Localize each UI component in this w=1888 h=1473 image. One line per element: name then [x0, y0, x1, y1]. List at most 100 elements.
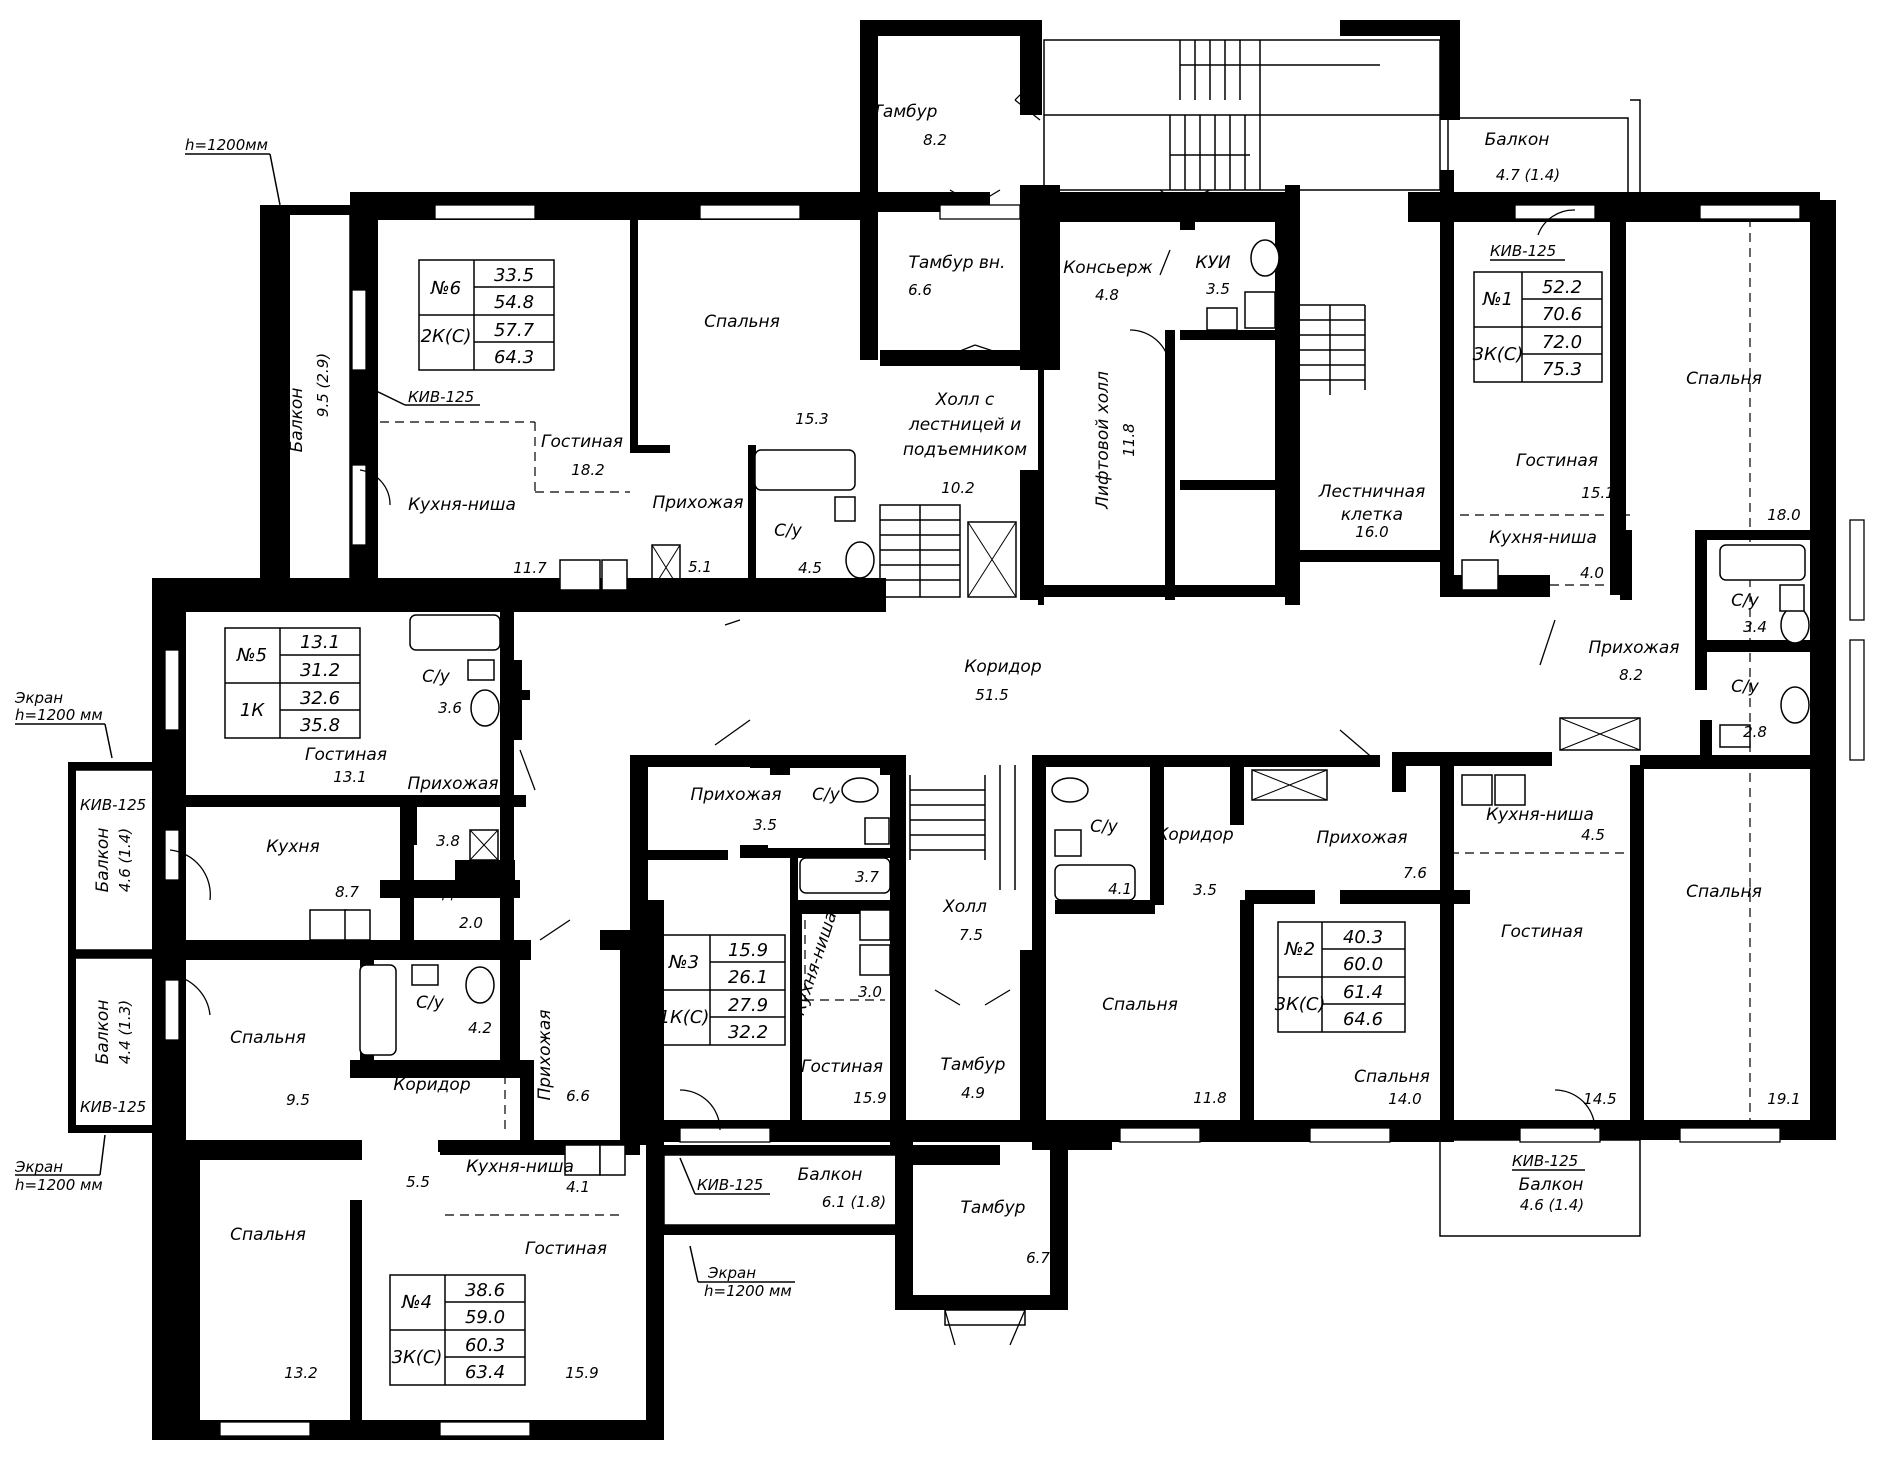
room-area-hall-center: 7.5 — [959, 926, 983, 944]
room-name-konserzh: Консьерж — [1063, 258, 1153, 278]
apt-no: №4 — [401, 1292, 432, 1313]
room-name-a4-hall: Прихожая — [535, 1009, 555, 1100]
room-name-tambur-vn: Тамбур вн. — [909, 253, 1006, 273]
room-area-a5-living: 13.1 — [333, 768, 366, 786]
bathtub-icon — [754, 449, 856, 491]
apt-area-gross: 60.3 — [465, 1335, 505, 1356]
room-name-lift-hall: Лифтовой холл — [1093, 371, 1113, 510]
room-area-a6-kitchen: 11.7 — [513, 559, 547, 577]
room-area-a2-bed1: 11.8 — [1193, 1089, 1226, 1107]
room-name-a3-hall: Прихожая — [690, 785, 781, 805]
room-area-a4-hall: 6.6 — [566, 1087, 590, 1105]
room-area-a3-living: 15.9 — [853, 1089, 886, 1107]
room-name-a4-balcony: Балкон — [93, 1000, 113, 1065]
room-name-a2-living: Гостиная — [1501, 922, 1583, 942]
room-name-a5-store: Кладовая — [409, 883, 495, 903]
room-area-hall-lift: 10.2 — [941, 479, 974, 497]
room-name-a1-bed1: Спальня — [1686, 369, 1762, 389]
bathtub-icon — [359, 964, 397, 1056]
room-area-a1-kitchen: 4.0 — [1580, 564, 1604, 582]
apt-area-gross: 61.4 — [1343, 982, 1383, 1003]
room-name-tambur-top: Тамбур — [873, 102, 938, 122]
room-area-a6-bath: 4.5 — [798, 559, 822, 577]
apt-table-1: №1 3К(С) 52.2 70.6 72.0 75.3 — [1473, 271, 1603, 383]
apt-area-full: 32.2 — [728, 1022, 768, 1043]
room-area-a3-hall: 3.5 — [753, 816, 777, 834]
apt-area-full: 64.3 — [494, 347, 534, 368]
room-area-a6-bed: 15.3 — [795, 410, 828, 428]
bathtub-icon — [799, 857, 891, 894]
kiv-note: КИВ-125 — [408, 388, 474, 406]
apt-no: №1 — [1482, 289, 1513, 310]
shafts — [469, 544, 1641, 861]
apt-no: №2 — [1284, 939, 1315, 960]
room-name-a4-bed2: Спальня — [230, 1225, 306, 1245]
room-name-a1-living: Гостиная — [1516, 451, 1598, 471]
room-area-a2-corr: 3.5 — [1193, 881, 1217, 899]
room-area-a4-bed2: 13.2 — [284, 1364, 317, 1382]
room-name-a2-corr: Коридор — [1156, 825, 1233, 845]
apt-area-living: 38.6 — [465, 1280, 505, 1301]
apt-table-6: №6 2К(С) 33.5 54.8 57.7 64.3 — [418, 259, 555, 371]
room-name-a4-kitchen: Кухня-ниша — [466, 1157, 574, 1177]
apt-area-gross: 72.0 — [1542, 332, 1582, 353]
room-name-a2-bath: С/у — [1090, 817, 1119, 837]
room-area-balcony-top: 4.7 (1.4) — [1496, 166, 1560, 184]
stair-lobby — [879, 504, 1017, 598]
bathtub-icon — [1054, 864, 1136, 901]
room-area-a2-bath: 4.1 — [1108, 880, 1132, 898]
room-name-a5-balcony: Балкон — [93, 828, 113, 893]
room-area-a5-balcony: 4.6 (1.4) — [116, 828, 134, 892]
room-area-a1-hall: 8.2 — [1619, 666, 1643, 684]
apt-area-living: 13.1 — [300, 632, 340, 653]
room-name-a4-bed1: Спальня — [230, 1028, 306, 1048]
bathtub-icon — [1719, 544, 1806, 581]
room-area-tambur-c: 4.9 — [961, 1084, 985, 1102]
apt-table-3: №3 1К(С) 15.9 26.1 27.9 32.2 — [657, 934, 786, 1046]
room-area-a6-hall: 5.1 — [688, 558, 712, 576]
room-area-corridor-main: 51.5 — [975, 686, 1008, 704]
railing-height-note: h=1200мм — [185, 136, 268, 154]
room-area-a1-bed1: 18.0 — [1767, 506, 1800, 524]
apt-area-gross: 32.6 — [300, 688, 340, 709]
room-area-a5-bath: 3.6 — [438, 699, 462, 717]
room-area-a6-balcony: 9.5 (2.9) — [314, 353, 332, 417]
room-area-a1-bath2: 2.8 — [1743, 723, 1767, 741]
room-name-hall-center: Холл — [942, 897, 987, 917]
room-area-konserzh: 4.8 — [1095, 286, 1119, 304]
room-area-a4-bath: 4.2 — [468, 1019, 492, 1037]
apt-area-gross: 27.9 — [728, 995, 768, 1016]
windows — [164, 204, 1865, 1437]
room-area-tambur-top: 8.2 — [923, 131, 947, 149]
apt-area-living: 40.3 — [1343, 927, 1383, 948]
room-name-stair-2: клетка — [1341, 505, 1403, 525]
room-area-a1-bath1: 3.4 — [1743, 618, 1767, 636]
room-name-hall-lift-2: лестницей и — [908, 415, 1021, 435]
thin-lines — [73, 39, 1751, 1237]
room-area-a1-bed2: 19.1 — [1767, 1090, 1800, 1108]
bathtub-icon — [409, 614, 501, 651]
apt-area-full: 63.4 — [465, 1362, 505, 1383]
room-area-a3-balcony: 6.1 (1.8) — [822, 1193, 886, 1211]
apt-no: №5 — [236, 645, 267, 666]
apt-area-total: 31.2 — [300, 660, 340, 681]
room-name-a5-living: Гостиная — [305, 745, 387, 765]
kiv-note: КИВ-125 — [1490, 242, 1556, 260]
screen-note: Экран — [707, 1264, 756, 1282]
room-name-a2-balcony: Балкон — [1519, 1175, 1584, 1195]
apt-type: 2К(С) — [421, 326, 472, 347]
apt-type: 3К(С) — [1473, 344, 1524, 365]
room-area-a5-hall: 3.8 — [436, 832, 460, 850]
room-area-a2-hall: 7.6 — [1403, 864, 1427, 882]
apt-area-living: 33.5 — [494, 265, 534, 286]
apt-area-total: 60.0 — [1343, 954, 1383, 975]
room-name-a3-bath: С/у — [812, 785, 841, 805]
screen-height-note: h=1200 мм — [15, 1176, 103, 1194]
room-area-tambur-vn: 6.6 — [908, 281, 932, 299]
room-area-a4-kitchen: 4.1 — [566, 1178, 590, 1196]
apt-area-full: 35.8 — [300, 715, 340, 736]
room-name-a5-bath: С/у — [422, 667, 451, 687]
apt-no: №3 — [668, 952, 699, 973]
room-name-tambur-b: Тамбур — [961, 1198, 1026, 1218]
apt-area-total: 59.0 — [465, 1307, 505, 1328]
